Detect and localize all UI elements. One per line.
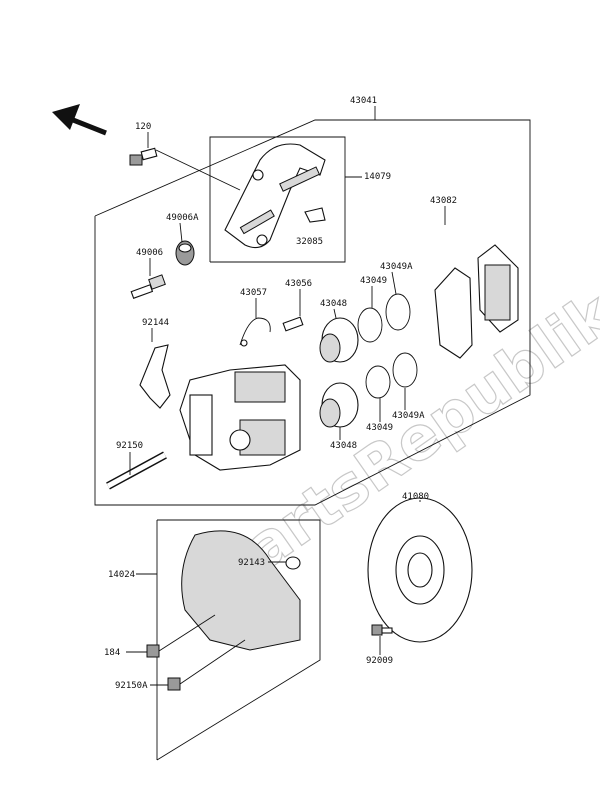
pad-pin-43057 [239, 317, 271, 347]
caliper-bracket-14079 [224, 143, 326, 249]
seal-43049A-lower [392, 352, 418, 388]
disc-guard-14024 [181, 530, 301, 651]
piston-43048-lower [319, 382, 359, 428]
seal-43049-lower [365, 365, 391, 399]
part-label: 43048 [330, 441, 357, 451]
part-label: 43056 [285, 279, 312, 289]
pad-spring-92144 [139, 344, 171, 409]
clip-32085 [304, 207, 326, 223]
caliper-assembly-frame [94, 119, 531, 506]
part-label: 92144 [142, 318, 169, 328]
part-label: 49006 [136, 248, 163, 258]
part-label: 14079 [364, 172, 391, 182]
brake-disc-41080 [367, 497, 473, 643]
bolt-184 [146, 614, 216, 658]
part-label: 43049A [392, 411, 425, 421]
bleed-valve-49006 [130, 274, 166, 299]
part-label: 43049 [366, 423, 393, 433]
part-label: 14024 [108, 570, 135, 580]
leader-lines [126, 106, 446, 686]
piston-43048-upper [319, 317, 359, 363]
slide-pin-92150 [106, 451, 167, 490]
part-label: 49006A [166, 213, 199, 223]
part-label: 41080 [402, 492, 429, 502]
part-label: 43048 [320, 299, 347, 309]
part-label: 43041 [350, 96, 377, 106]
bolt-92143 [285, 556, 301, 570]
bolt-120 [129, 147, 241, 191]
direction-arrow-icon [52, 104, 107, 136]
part-label: 92143 [238, 558, 265, 568]
part-label: 43049A [380, 262, 413, 272]
brake-pad-set-43082 [434, 244, 519, 359]
part-label: 43049 [360, 276, 387, 286]
part-label: 43082 [430, 196, 457, 206]
bracket-sub-frame [209, 136, 346, 263]
seal-43049A-upper [385, 293, 411, 331]
bleed-cap-49006A [175, 240, 195, 266]
part-label: 32085 [296, 237, 323, 247]
disc-bolt-92009 [371, 624, 393, 636]
bolt-92150A [167, 639, 246, 691]
part-label: 120 [135, 122, 151, 132]
caliper-body [179, 364, 301, 471]
disc-guard-frame [156, 519, 321, 761]
part-label: 43057 [240, 288, 267, 298]
part-label: 92009 [366, 656, 393, 666]
part-label: 184 [104, 648, 120, 658]
part-label: 92150A [115, 681, 148, 691]
seal-43049-upper [357, 307, 383, 343]
part-label: 92150 [116, 441, 143, 451]
pad-pin-43056 [282, 316, 304, 332]
